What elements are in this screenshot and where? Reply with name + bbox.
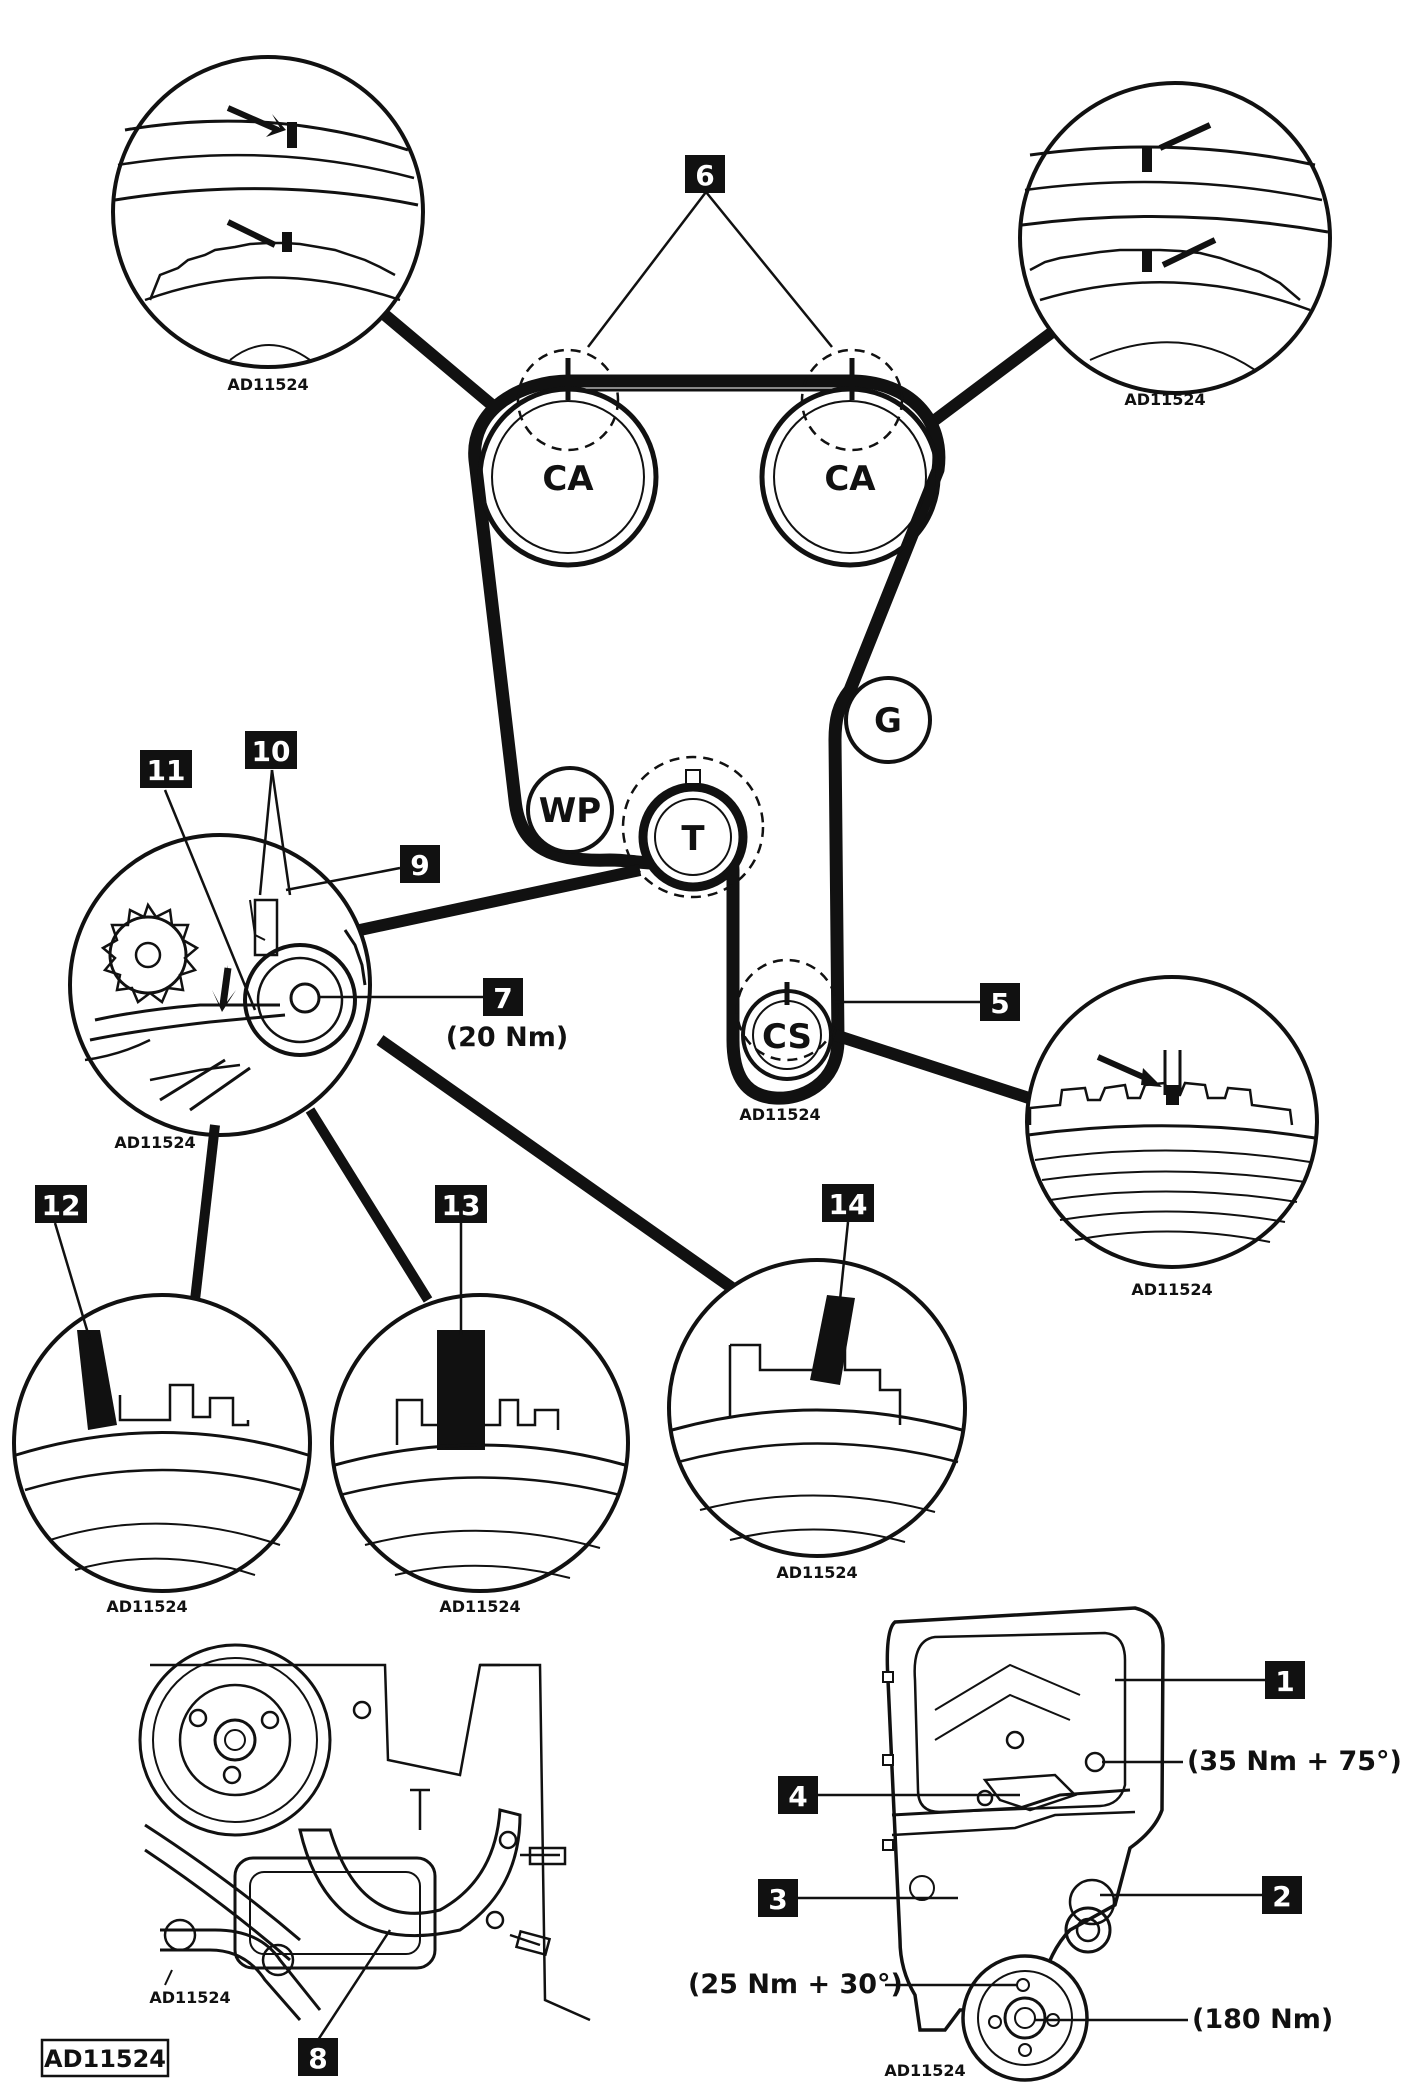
callout-10-number: 10 — [252, 735, 291, 768]
timing-mark-circle-cs — [735, 958, 839, 1062]
callout-10: 10 — [245, 731, 297, 896]
leader-12 — [190, 1124, 220, 1301]
pulley-label-cs: CS — [762, 1017, 812, 1057]
main-code: AD11524 — [44, 2045, 166, 2073]
callout-9-number: 9 — [410, 849, 429, 882]
callout-2-number: 2 — [1272, 1880, 1291, 1913]
callout-13: 13 — [435, 1185, 487, 1335]
leader-top-left — [381, 310, 496, 410]
detail-13 — [330, 1293, 630, 1593]
callout-4-number: 4 — [788, 1780, 807, 1813]
detail-13-code: AD11524 — [439, 1597, 520, 1616]
callout-12: 12 — [35, 1185, 92, 1341]
leader-top-right — [931, 325, 1059, 425]
pulley-label-ca-right: CA — [824, 459, 876, 499]
callout-5-number: 5 — [990, 987, 1009, 1020]
engine-view — [138, 1643, 591, 2022]
callout-3-number: 3 — [768, 1883, 787, 1916]
callout-9: 9 — [285, 845, 440, 892]
callout-12-number: 12 — [42, 1189, 81, 1222]
crankshaft-pulley: CS AD11524 — [735, 958, 839, 1124]
callout-5: 5 — [835, 983, 1020, 1021]
tensioner-detail-code: AD11524 — [114, 1133, 195, 1152]
callout-7-number: 7 — [493, 982, 512, 1015]
callout-14-number: 14 — [829, 1188, 868, 1221]
detail-14 — [667, 1258, 967, 1558]
torque-pulley-bolt: (25 Nm + 30°) — [688, 1969, 903, 2000]
leader-crank-detail — [833, 1029, 1037, 1106]
leader-14 — [376, 1035, 739, 1295]
main-code-box — [40, 2038, 170, 2078]
idler-pulley-g: G — [844, 676, 932, 764]
callout-4: 4 — [778, 1776, 1020, 1814]
detail-camshaft-right — [1018, 81, 1332, 395]
callout-14: 14 — [822, 1184, 874, 1301]
engine-code: AD11524 — [149, 1988, 230, 2007]
callout-6: 6 — [587, 155, 833, 348]
callout-7: 7 (20 Nm) — [318, 978, 568, 1053]
detail-12-code: AD11524 — [106, 1597, 187, 1616]
timing-mark-circle-left — [516, 348, 620, 452]
callout-2: 2 — [1100, 1876, 1302, 1914]
callout-11: 11 — [140, 750, 257, 1011]
detail-crankshaft — [1025, 975, 1319, 1269]
pulley-label-wp: WP — [539, 791, 601, 831]
torque-cover-bolt-callout: (35 Nm + 75°) — [1102, 1746, 1402, 1777]
leader-tensioner-detail — [358, 864, 642, 936]
torque-tensioner: (20 Nm) — [446, 1022, 568, 1053]
torque-cover-bolt: (35 Nm + 75°) — [1187, 1746, 1402, 1777]
detail-12 — [12, 1293, 312, 1593]
crank-detail-code: AD11524 — [1131, 1280, 1212, 1299]
leader-13 — [305, 1107, 433, 1303]
torque-crank-bolt-callout: (180 Nm) — [1035, 2004, 1333, 2035]
callout-8-number: 8 — [308, 2042, 327, 2075]
cover-code: AD11524 — [884, 2061, 965, 2080]
pulley-label-g: G — [874, 701, 902, 741]
callout-3: 3 — [758, 1879, 958, 1917]
callout-8: 8 — [298, 1929, 392, 2076]
tl-detail-code: AD11524 — [227, 375, 308, 394]
torque-crank-bolt: (180 Nm) — [1192, 2004, 1333, 2035]
cs-detail-code: AD11524 — [739, 1105, 820, 1124]
detail-camshaft-left — [111, 55, 425, 369]
water-pump-pulley: WP — [526, 766, 614, 854]
camshaft-pulley-right: CA — [759, 348, 941, 568]
tr-detail-code: AD11524 — [1124, 390, 1205, 409]
callout-1: 1 — [1115, 1661, 1305, 1699]
pulley-label-t: T — [681, 819, 705, 859]
pulley-label-ca-left: CA — [542, 459, 594, 499]
callout-11-number: 11 — [147, 754, 186, 787]
callout-6-number: 6 — [695, 159, 714, 192]
callout-1-number: 1 — [1275, 1665, 1294, 1698]
torque-pulley-bolt-callout: (25 Nm + 30°) — [688, 1969, 1018, 2000]
callout-13-number: 13 — [442, 1189, 481, 1222]
tensioner-pulley: T — [621, 755, 765, 899]
timing-belt — [468, 374, 946, 1105]
camshaft-pulley-left: CA — [477, 348, 659, 568]
detail-tensioner — [68, 833, 372, 1137]
timing-cover-view — [882, 1606, 1165, 2082]
timing-mark-circle-right — [800, 348, 904, 452]
detail-14-code: AD11524 — [776, 1563, 857, 1582]
